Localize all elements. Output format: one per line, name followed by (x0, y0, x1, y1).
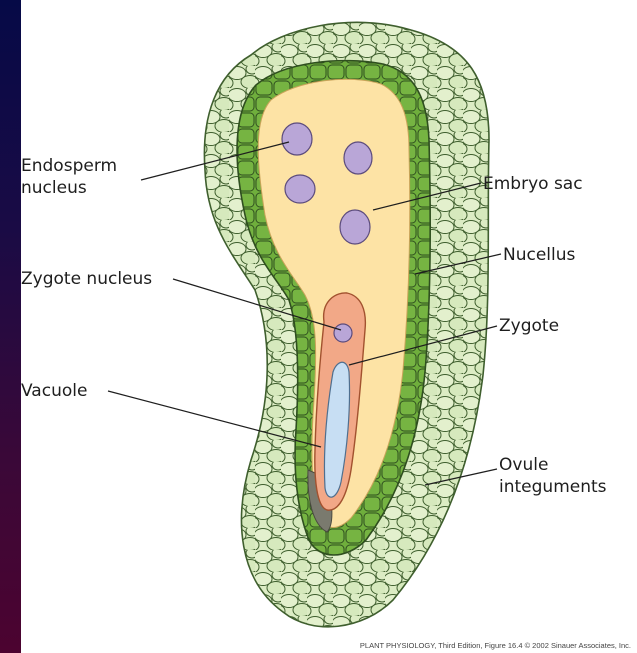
label-ovule-integuments-line2: integuments (499, 477, 607, 497)
label-zygote-nucleus: Zygote nucleus (21, 269, 152, 289)
endosperm-nucleus-4 (340, 210, 370, 244)
figure-slide: Endosperm nucleus Embryo sac Nucellus Zy… (21, 0, 637, 653)
label-vacuole: Vacuole (21, 381, 87, 401)
endosperm-nucleus-3 (285, 175, 315, 203)
label-zygote: Zygote (499, 316, 559, 336)
label-endosperm-nucleus-line2: nucleus (21, 178, 87, 198)
label-endosperm-nucleus-line1: Endosperm (21, 156, 117, 176)
zygote-nucleus-shape (334, 324, 352, 342)
endosperm-nucleus-2 (344, 142, 372, 174)
figure-credit: PLANT PHYSIOLOGY, Third Edition, Figure … (360, 641, 631, 650)
label-ovule-integuments-line1: Ovule (499, 455, 548, 475)
ovule-diagram: Endosperm nucleus Embryo sac Nucellus Zy… (21, 0, 637, 653)
endosperm-nucleus-1 (282, 123, 312, 155)
label-embryo-sac: Embryo sac (483, 174, 583, 194)
label-nucellus: Nucellus (503, 245, 576, 265)
